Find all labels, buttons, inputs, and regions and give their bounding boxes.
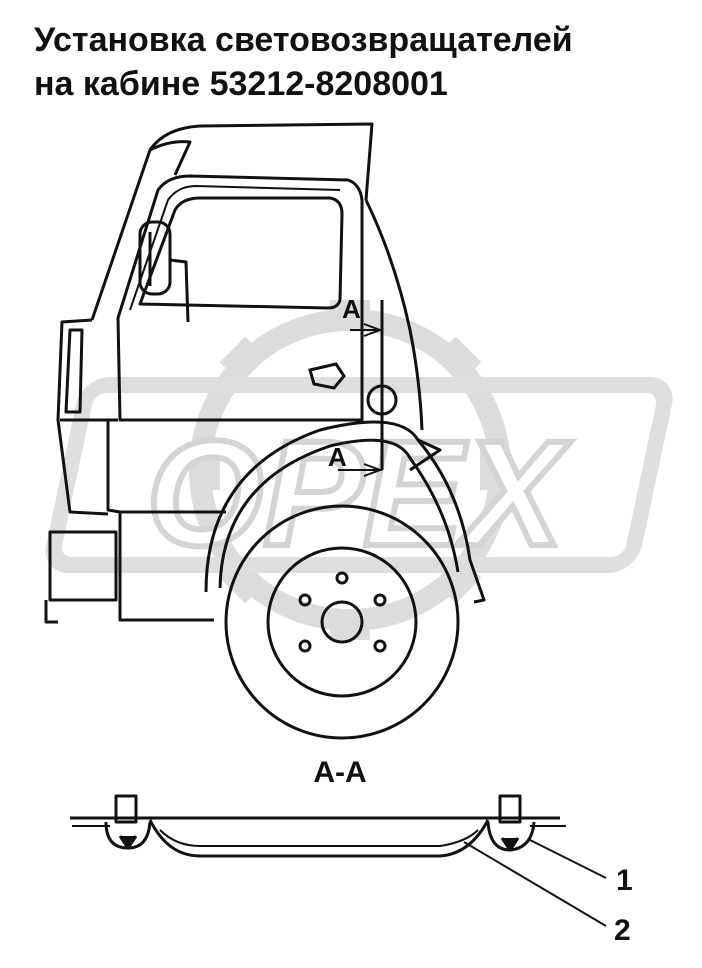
mirror xyxy=(138,220,190,323)
reflector-body xyxy=(148,819,490,858)
section-detail xyxy=(70,794,607,927)
reflector-lens xyxy=(159,829,479,847)
view-marker-lower: A xyxy=(328,442,347,472)
cab-body xyxy=(44,122,486,624)
leader-2 xyxy=(463,841,607,927)
cab-window xyxy=(138,196,344,310)
cab-rear-pillar xyxy=(364,199,424,431)
fastener-right xyxy=(486,794,536,852)
wheel xyxy=(224,504,460,740)
callout-2: 2 xyxy=(614,914,631,947)
callout-1: 1 xyxy=(616,864,633,897)
cab-door xyxy=(116,174,364,422)
cab-roof xyxy=(90,122,374,321)
leader-1 xyxy=(529,839,607,879)
front-panel xyxy=(48,530,118,602)
wheel-arch xyxy=(204,420,486,604)
title-line-1: Установка световозвращателей xyxy=(34,21,573,59)
cab-front xyxy=(56,318,109,516)
view-marker-upper: A xyxy=(342,294,361,324)
diagram-title: Установка световозвращателей на кабине 5… xyxy=(34,18,573,106)
door-handle xyxy=(308,362,346,390)
section-label: A-A xyxy=(313,756,366,789)
title-line-2: на кабине 53212-8208001 xyxy=(34,65,448,103)
fastener-left xyxy=(104,794,152,850)
reflector xyxy=(338,300,398,477)
